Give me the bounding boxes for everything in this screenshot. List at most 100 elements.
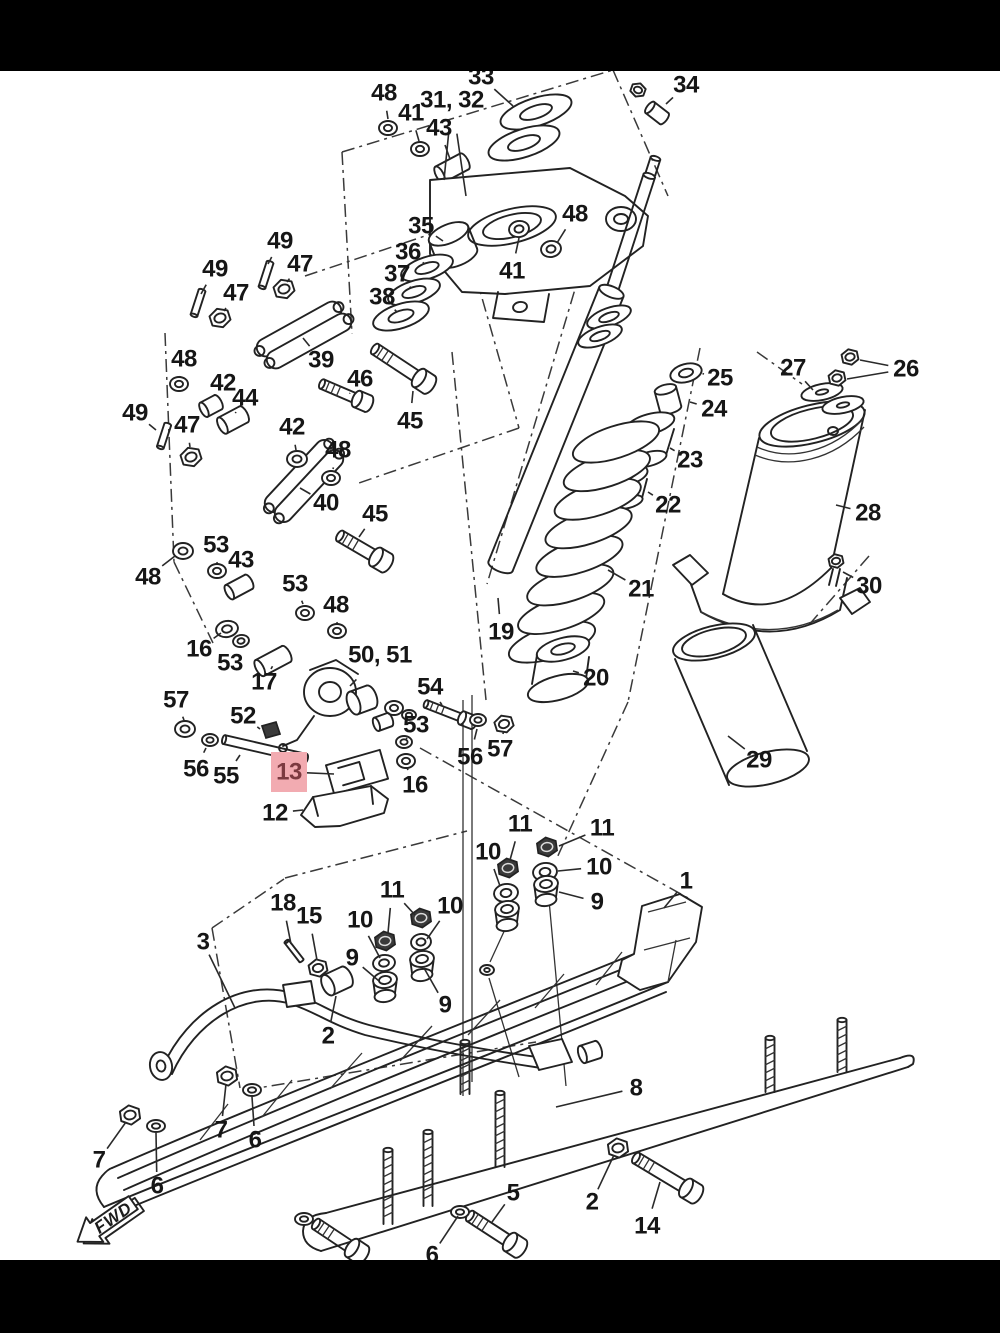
part-label-57[interactable]: 57 (163, 687, 189, 714)
part-label-30[interactable]: 30 (856, 573, 882, 600)
part-label-45[interactable]: 45 (362, 501, 388, 528)
part-label-48[interactable]: 48 (325, 437, 351, 464)
part-label-42[interactable]: 42 (210, 370, 236, 397)
leader-line (235, 754, 241, 762)
part-label-10[interactable]: 10 (586, 854, 612, 881)
part-label-17[interactable]: 17 (251, 669, 277, 696)
leader-line (597, 1154, 615, 1190)
part-label-44[interactable]: 44 (232, 385, 259, 412)
part-label-57[interactable]: 57 (487, 736, 513, 763)
leader-line (155, 1132, 158, 1173)
leader-line (223, 307, 227, 312)
leader-line (456, 133, 467, 197)
part-13-highlight[interactable] (271, 752, 307, 792)
leader-line (202, 747, 207, 754)
part-label-22[interactable]: 22 (655, 492, 681, 519)
part-label-53[interactable]: 53 (203, 532, 229, 559)
part-label-35[interactable]: 35 (408, 213, 434, 240)
leader-line (727, 735, 746, 750)
part-label-50-51[interactable]: 50, 51 (348, 642, 412, 669)
part-label-18[interactable]: 18 (270, 890, 296, 917)
part-label-34[interactable]: 34 (673, 72, 700, 99)
part-label-25[interactable]: 25 (707, 365, 733, 392)
part-label-47[interactable]: 47 (223, 280, 249, 307)
part-label-43[interactable]: 43 (426, 115, 452, 142)
part-label-6[interactable]: 6 (249, 1127, 263, 1154)
part-label-36[interactable]: 36 (395, 239, 421, 266)
part-label-49[interactable]: 49 (122, 400, 148, 427)
part-label-56[interactable]: 56 (457, 744, 483, 771)
part-label-19[interactable]: 19 (488, 619, 514, 646)
part-label-11[interactable]: 11 (590, 815, 615, 842)
part-label-15[interactable]: 15 (296, 903, 322, 930)
leader-line (294, 444, 297, 451)
part-label-38[interactable]: 38 (369, 284, 395, 311)
part-label-48[interactable]: 48 (562, 201, 588, 228)
part-label-27[interactable]: 27 (780, 355, 806, 382)
leader-line (387, 907, 392, 934)
part-label-23[interactable]: 23 (677, 447, 703, 474)
leader-line (558, 834, 586, 847)
part-label-3[interactable]: 3 (197, 929, 211, 956)
part-label-56[interactable]: 56 (183, 756, 209, 783)
part-label-53[interactable]: 53 (403, 712, 429, 739)
part-label-16[interactable]: 16 (186, 636, 212, 663)
part-label-2[interactable]: 2 (322, 1023, 336, 1050)
part-label-48[interactable]: 48 (371, 80, 397, 107)
part-label-46[interactable]: 46 (347, 366, 373, 393)
part-label-2[interactable]: 2 (586, 1189, 600, 1216)
part-label-10[interactable]: 10 (437, 893, 463, 920)
part-label-7[interactable]: 7 (93, 1147, 107, 1174)
part-label-24[interactable]: 24 (701, 396, 728, 423)
part-label-21[interactable]: 21 (628, 576, 654, 603)
leader-line (859, 359, 889, 367)
part-label-49[interactable]: 49 (202, 256, 228, 283)
part-label-40[interactable]: 40 (313, 490, 339, 517)
part-label-6[interactable]: 6 (151, 1173, 165, 1200)
leader-line (208, 954, 236, 1009)
part-label-55[interactable]: 55 (213, 763, 239, 790)
part-label-14[interactable]: 14 (634, 1213, 661, 1240)
leader-line (349, 678, 357, 687)
part-label-31-32[interactable]: 31, 32 (420, 87, 484, 114)
part-label-54[interactable]: 54 (417, 674, 444, 701)
part-label-11[interactable]: 11 (380, 877, 405, 904)
part-label-10[interactable]: 10 (347, 907, 373, 934)
part-label-29[interactable]: 29 (746, 747, 772, 774)
part-label-8[interactable]: 8 (630, 1075, 644, 1102)
part-label-13[interactable]: 13 (276, 759, 302, 786)
part-label-39[interactable]: 39 (308, 347, 334, 374)
part-label-9[interactable]: 9 (346, 945, 360, 972)
part-label-52[interactable]: 52 (230, 703, 256, 730)
part-label-48[interactable]: 48 (135, 564, 161, 591)
part-label-45[interactable]: 45 (397, 408, 423, 435)
part-label-5[interactable]: 5 (507, 1180, 521, 1207)
part-label-26[interactable]: 26 (893, 356, 919, 383)
part-label-16[interactable]: 16 (402, 772, 428, 799)
part-label-28[interactable]: 28 (855, 500, 881, 527)
part-label-41[interactable]: 41 (398, 100, 424, 127)
part-label-11[interactable]: 11 (508, 811, 533, 838)
leader-line (251, 1096, 255, 1127)
part-label-7[interactable]: 7 (215, 1117, 229, 1144)
part-label-53[interactable]: 53 (282, 571, 308, 598)
part-label-48[interactable]: 48 (171, 346, 197, 373)
leader-line (426, 920, 441, 940)
part-label-47[interactable]: 47 (174, 412, 200, 439)
part-label-47[interactable]: 47 (287, 251, 313, 278)
part-label-53[interactable]: 53 (217, 650, 243, 677)
part-label-41[interactable]: 41 (499, 258, 525, 285)
part-label-37[interactable]: 37 (384, 261, 410, 288)
part-label-49[interactable]: 49 (267, 228, 293, 255)
part-label-1[interactable]: 1 (680, 868, 694, 895)
part-label-20[interactable]: 20 (583, 665, 609, 692)
part-label-42[interactable]: 42 (279, 414, 305, 441)
part-label-9[interactable]: 9 (591, 889, 605, 916)
part-label-12[interactable]: 12 (262, 800, 288, 827)
part-label-10[interactable]: 10 (475, 839, 501, 866)
part-label-9[interactable]: 9 (439, 992, 453, 1019)
leader-line (406, 768, 409, 771)
part-label-48[interactable]: 48 (323, 592, 349, 619)
part-label-43[interactable]: 43 (228, 547, 254, 574)
